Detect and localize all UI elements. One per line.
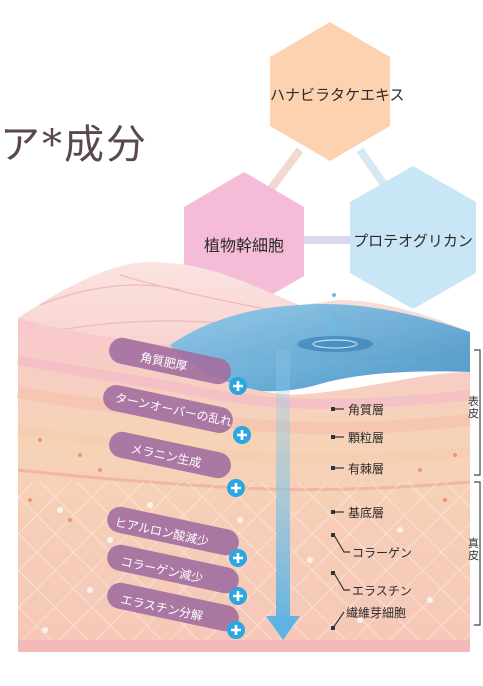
side-label-dermis: 真皮 [468, 537, 479, 562]
hexagon-hanabiratake [270, 22, 390, 161]
layer-fibroblast: 繊維芽細胞 [346, 606, 407, 620]
penetration-arrow-shaft [276, 350, 290, 618]
layer-stratum-corneum: 角質層 [348, 403, 385, 417]
ingredient-label-proteoglycan: プロテオグリカン [353, 232, 473, 250]
layer-stratum-basale: 基底層 [348, 506, 385, 520]
dermis-fiber-mesh [18, 482, 470, 652]
ingredient-label-hanabiratake: ハナビラタケエキス [270, 86, 405, 104]
water-drop-icon [331, 310, 340, 332]
skin-base [18, 640, 470, 652]
layer-stratum-granulosum: 顆粒層 [348, 431, 385, 445]
water-droplet [332, 293, 336, 297]
layer-elastin: エラスチン [352, 584, 412, 598]
penetration-arrow-head [266, 616, 300, 640]
epidermis-cells [28, 438, 457, 522]
ingredient-label-plant-stem-cell: 植物幹細胞 [203, 236, 284, 255]
dermis-bracket [474, 481, 481, 626]
epidermis-bracket [474, 349, 481, 476]
page-heading: ア*成分 [0, 122, 148, 168]
concern-pills [103, 337, 239, 632]
water-ripple [312, 339, 358, 349]
hexagon-proteoglycan [350, 166, 476, 309]
side-label-epidermis: 表皮 [468, 395, 479, 420]
dermis-cells [42, 502, 433, 633]
plus-badges [227, 377, 251, 639]
water-ripple [297, 336, 373, 352]
layer-stratum-spinosum: 有棘層 [348, 462, 385, 476]
layer-collagen: コラーゲン [352, 546, 413, 560]
